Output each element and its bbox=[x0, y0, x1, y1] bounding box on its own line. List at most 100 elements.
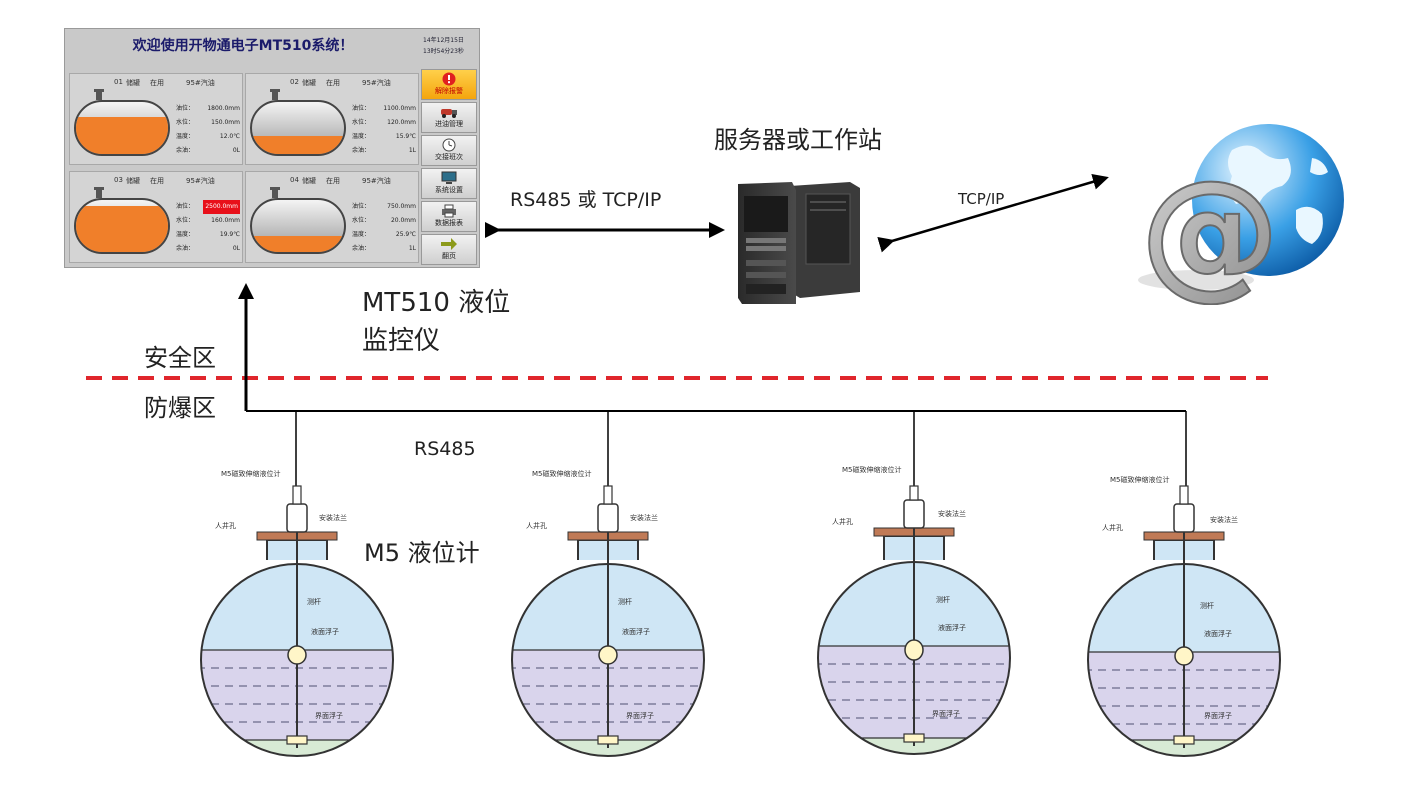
manhole-label: 人井孔 bbox=[215, 521, 236, 530]
reading-label: 水位： bbox=[176, 217, 195, 224]
tank-status: 在用 bbox=[150, 79, 164, 87]
tank-card-03[interactable]: 03 储罐 在用 95#汽油 油位：2500.0mm 水位：160.0mm 温度… bbox=[69, 171, 243, 263]
reading-value: 120.0mm bbox=[387, 119, 416, 126]
tanker-truck-icon bbox=[441, 109, 457, 118]
sensor-label: M5磁致伸缩液位计 bbox=[1110, 475, 1170, 484]
reading-label: 温度： bbox=[352, 133, 371, 140]
valve-icon bbox=[94, 187, 104, 198]
system-settings-button[interactable]: 系统设置 bbox=[421, 168, 477, 199]
clock-date: 14年12月15日 bbox=[423, 37, 464, 44]
explosion-zone-label: 防爆区 bbox=[144, 394, 216, 422]
fuel-intake-button[interactable]: 进油管理 bbox=[421, 102, 477, 133]
surface-float-label: 液面浮子 bbox=[938, 623, 966, 632]
server-icon bbox=[738, 182, 860, 304]
reading-value: 750.0mm bbox=[387, 203, 416, 210]
rod-label: 测杆 bbox=[1200, 601, 1214, 610]
reading-label: 余油： bbox=[352, 245, 371, 252]
manhole-label: 人井孔 bbox=[526, 521, 547, 530]
reading-value: 20.0mm bbox=[390, 217, 416, 224]
reading-label: 余油： bbox=[176, 147, 195, 154]
tank-level-fill bbox=[252, 236, 344, 252]
tank-status: 在用 bbox=[326, 79, 340, 87]
clock-time: 13时54分23秒 bbox=[423, 48, 464, 55]
alarm-icon bbox=[442, 72, 456, 86]
tank-level-fill bbox=[76, 206, 168, 252]
reading-label: 温度： bbox=[176, 133, 195, 140]
reading-value: 1800.0mm bbox=[207, 105, 240, 112]
rod-label: 测杆 bbox=[936, 595, 950, 604]
tcpip-link-arrow bbox=[877, 173, 1109, 253]
rod-label: 测杆 bbox=[307, 597, 321, 606]
tank-card-02[interactable]: 02 储罐 在用 95#汽油 油位：1100.0mm 水位：120.0mm 温度… bbox=[245, 73, 419, 165]
sensor-label: M5磁致伸缩液位计 bbox=[532, 469, 592, 478]
rod-label: 测杆 bbox=[618, 597, 632, 606]
mt510-label: MT510 液位监控仪 bbox=[362, 288, 511, 356]
button-label: 系统设置 bbox=[435, 186, 463, 194]
tank-status-word: 储罐 bbox=[126, 79, 140, 87]
tank-vessel bbox=[250, 198, 346, 254]
spherical-tank: M5磁致伸缩液位计 安装法兰 人井孔 测杆 液面浮子 界面浮子 bbox=[200, 469, 394, 757]
tank-level-fill bbox=[252, 135, 344, 154]
tank-id: 01 bbox=[114, 78, 123, 86]
interface-float-label: 界面浮子 bbox=[932, 709, 960, 718]
manhole-label: 人井孔 bbox=[1102, 523, 1123, 532]
mt510-monitor-screen: 欢迎使用开物通电子MT510系统！ 14年12月15日 13时54分23秒 01… bbox=[64, 28, 480, 268]
printer-icon bbox=[442, 204, 456, 218]
reading-label: 油位： bbox=[176, 105, 195, 112]
spherical-tank: M5磁致伸缩液位计 安装法兰 人井孔 测杆 液面浮子 界面浮子 bbox=[1087, 475, 1281, 757]
tank-card-01[interactable]: 01 储罐 在用 95#汽油 油位：1800.0mm 水位：150.0mm 温度… bbox=[69, 73, 243, 165]
tcpip-label: TCP/IP bbox=[958, 190, 1005, 208]
tank-vessel bbox=[250, 100, 346, 156]
reading-value: 1L bbox=[408, 147, 416, 154]
tank-id: 02 bbox=[290, 78, 299, 86]
tank-product: 95#汽油 bbox=[362, 79, 391, 87]
tank-status-word: 储罐 bbox=[126, 177, 140, 185]
surface-float-label: 液面浮子 bbox=[1204, 629, 1232, 638]
manhole-label: 人井孔 bbox=[832, 517, 853, 526]
spherical-tank: M5磁致伸缩液位计 安装法兰 人井孔 测杆 液面浮子 界面浮子 bbox=[511, 469, 705, 757]
button-label: 数据报表 bbox=[435, 219, 463, 227]
computer-icon bbox=[441, 171, 457, 184]
server-label: 服务器或工作站 bbox=[714, 126, 882, 154]
rs485-bus-label: RS485 bbox=[414, 438, 476, 460]
data-report-button[interactable]: 数据报表 bbox=[421, 201, 477, 232]
reading-label: 温度： bbox=[176, 231, 195, 238]
clock-icon bbox=[442, 138, 456, 152]
tank-product: 95#汽油 bbox=[362, 177, 391, 185]
tank-status: 在用 bbox=[326, 177, 340, 185]
reading-label: 油位： bbox=[352, 203, 371, 210]
internet-globe-icon: @ bbox=[1138, 124, 1344, 305]
valve-icon bbox=[270, 187, 280, 198]
reading-value: 12.0℃ bbox=[219, 133, 240, 140]
sensor-label: M5磁致伸缩液位计 bbox=[842, 465, 902, 474]
tank-card-04[interactable]: 04 储罐 在用 95#汽油 油位：750.0mm 水位：20.0mm 温度：2… bbox=[245, 171, 419, 263]
button-label: 翻页 bbox=[442, 252, 456, 260]
page-turn-button[interactable]: 翻页 bbox=[421, 234, 477, 265]
safe-zone-label: 安全区 bbox=[144, 344, 216, 372]
reading-value: 0L bbox=[232, 147, 240, 154]
tank-vessel bbox=[74, 198, 170, 254]
tank-product: 95#汽油 bbox=[186, 177, 215, 185]
clear-alarm-button[interactable]: 解除报警 bbox=[421, 69, 477, 100]
interface-float-label: 界面浮子 bbox=[315, 711, 343, 720]
tank-status-word: 储罐 bbox=[302, 79, 316, 87]
button-label: 解除报警 bbox=[435, 87, 463, 95]
tank-level-fill bbox=[76, 116, 168, 154]
surface-float-label: 液面浮子 bbox=[311, 627, 339, 636]
flange-label: 安装法兰 bbox=[938, 509, 966, 518]
svg-text:@: @ bbox=[1140, 151, 1280, 305]
sensor-label: M5磁致伸缩液位计 bbox=[221, 469, 281, 478]
tank-id: 03 bbox=[114, 176, 123, 184]
tank-status-word: 储罐 bbox=[302, 177, 316, 185]
reading-label: 温度： bbox=[352, 231, 371, 238]
spherical-tank: M5磁致伸缩液位计 安装法兰 人井孔 测杆 液面浮子 界面浮子 bbox=[817, 465, 1011, 755]
shift-handover-button[interactable]: 交接班次 bbox=[421, 135, 477, 166]
monitor-title: 欢迎使用开物通电子MT510系统！ bbox=[132, 38, 354, 54]
reading-value: 0L bbox=[232, 245, 240, 252]
tank-product: 95#汽油 bbox=[186, 79, 215, 87]
button-label: 交接班次 bbox=[435, 153, 463, 161]
tank-vessel bbox=[74, 100, 170, 156]
reading-value: 1100.0mm bbox=[383, 105, 416, 112]
m5-gauge-label: M5 液位计 bbox=[364, 539, 480, 567]
